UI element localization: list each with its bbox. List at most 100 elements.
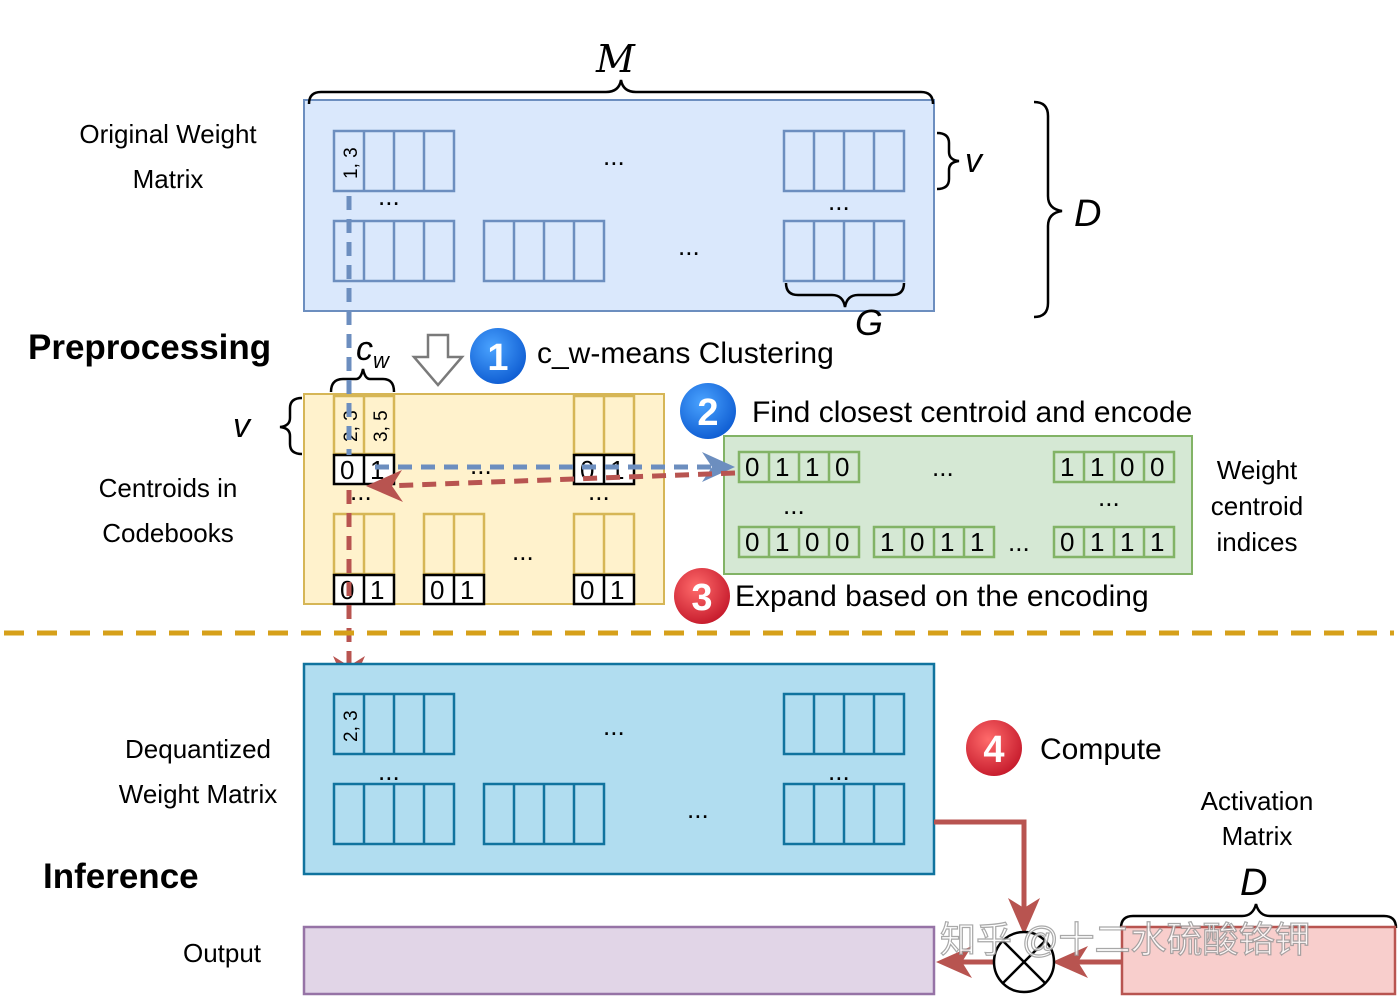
step-1: 1 c_w-means Clustering (470, 328, 834, 384)
deq-ellipsis-right: ... (828, 756, 850, 786)
bit: 1 (370, 455, 384, 485)
deq-ellipsis-top: ... (603, 711, 625, 741)
bit: 1 (610, 455, 624, 485)
brace-D (1033, 100, 1063, 319)
code-bit: 0 (1150, 452, 1164, 482)
code-bit: 0 (1120, 452, 1134, 482)
bit: 1 (370, 575, 384, 605)
code-bit: 1 (880, 527, 894, 557)
weight-centroid-indices-panel: 0 1 1 0 1 1 0 0 0 1 0 0 1 0 1 1 0 1 1 1 … (723, 435, 1193, 575)
deq-ellipsis-left: ... (378, 756, 400, 786)
idx-ellipsis-1: ... (932, 452, 954, 482)
code-bit: 0 (835, 452, 849, 482)
code-bit: 0 (1060, 527, 1074, 557)
multiply-operator-icon (992, 930, 1056, 994)
centroid-label-b: 3, 5 (371, 410, 392, 442)
label-dequantized-1: Dequantized (125, 734, 271, 764)
bit: 0 (580, 575, 594, 605)
arrowhead-down-multiply (1008, 898, 1040, 935)
svg-text:4: 4 (983, 729, 1004, 771)
brace-G (784, 282, 906, 308)
code-bit: 1 (775, 527, 789, 557)
brace-D-activation (1119, 903, 1398, 929)
red-dashed-expand (384, 470, 736, 489)
cent-ellipsis-3: ... (512, 536, 534, 566)
label-v-orig: v (965, 142, 984, 180)
code-bit: 0 (745, 452, 759, 482)
code-bit: 1 (1060, 452, 1074, 482)
output-matrix (302, 925, 936, 996)
code-bit: 0 (745, 527, 759, 557)
orig-first-cell-label: 1, 3 (341, 147, 362, 179)
section-preprocessing: Preprocessing (28, 328, 271, 367)
code-bit: 1 (1090, 452, 1104, 482)
section-inference: Inference (43, 857, 199, 896)
orig-ellipsis-mid: ... (678, 231, 700, 261)
step-3-text: Expand based on the encoding (735, 580, 1149, 613)
watermark: 知乎 @十二水硫酸铬钾 (940, 919, 1311, 960)
bit: 0 (430, 575, 444, 605)
step-2: 2 Find closest centroid and encode (680, 383, 1192, 439)
code-bit: 0 (910, 527, 924, 557)
label-activation-1: Activation (1201, 786, 1314, 816)
arrowhead-left-multiply (1052, 946, 1088, 978)
code-bit: 1 (1090, 527, 1104, 557)
red-arrowhead-expand (366, 470, 403, 502)
label-original-weight-2: Matrix (133, 164, 204, 194)
idx-ellipsis-4: ... (1008, 527, 1030, 557)
orig-ellipsis-top: ... (603, 141, 625, 171)
label-G: G (855, 302, 883, 343)
label-weight-idx-1: Weight (1217, 455, 1298, 485)
brace-cw (329, 368, 396, 393)
brace-v-centroid (279, 396, 303, 456)
bit: 0 (340, 455, 354, 485)
step-3: 3 Expand based on the encoding (674, 568, 1149, 624)
label-M: M (595, 37, 636, 81)
brace-v-orig (936, 131, 960, 191)
code-bit: 1 (775, 452, 789, 482)
activation-matrix (1120, 925, 1397, 996)
orig-ellipsis-right: ... (828, 186, 850, 216)
arrowhead-left-output (936, 946, 972, 978)
brace-M (307, 79, 935, 105)
deq-ellipsis-mid: ... (687, 794, 709, 824)
cent-ellipsis-1: ... (350, 476, 372, 506)
code-bit: 0 (805, 527, 819, 557)
label-cw: cw (356, 330, 391, 373)
label-weight-idx-3: indices (1217, 527, 1298, 557)
cent-ellipsis-2: ... (588, 476, 610, 506)
label-original-weight-1: Original Weight (79, 119, 257, 149)
step-4-text: Compute (1040, 733, 1162, 766)
label-dequantized-2: Weight Matrix (119, 779, 277, 809)
centroids-codebook-panel: 0 1 0 1 0 1 0 1 0 1 2, 3 3, 5 ... ... ..… (303, 393, 665, 606)
svg-text:1: 1 (487, 337, 508, 379)
step-4: 4 Compute (966, 720, 1162, 776)
svg-text:3: 3 (691, 577, 712, 619)
code-bit: 0 (835, 527, 849, 557)
bit: 1 (610, 575, 624, 605)
bit: 1 (460, 575, 474, 605)
orig-ellipsis-left: ... (378, 181, 400, 211)
down-arrow-icon (411, 333, 465, 387)
label-weight-idx-2: centroid (1211, 491, 1304, 521)
code-bit: 1 (940, 527, 954, 557)
label-D: D (1074, 193, 1101, 235)
label-centroids-1: Centroids in (99, 473, 238, 503)
code-bit: 1 (970, 527, 984, 557)
label-activation-2: Matrix (1222, 821, 1293, 851)
arrow-weights-to-multiply (934, 819, 1027, 910)
dequantized-weight-matrix: 2, 3 ... ... ... ... (302, 662, 936, 876)
code-bit: 1 (1120, 527, 1134, 557)
code-bit: 1 (805, 452, 819, 482)
step-2-text: Find closest centroid and encode (752, 396, 1192, 429)
step-1-text: c_w-means Clustering (537, 337, 834, 370)
label-output: Output (183, 938, 262, 968)
deq-first-cell-label: 2, 3 (341, 710, 362, 742)
label-v-centroid: v (233, 407, 252, 445)
label-D-activation: D (1240, 862, 1267, 904)
idx-ellipsis-2: ... (783, 490, 805, 520)
idx-ellipsis-3: ... (1098, 482, 1120, 512)
original-weight-matrix: 1, 3 ... ... ... ... (303, 99, 935, 312)
svg-text:2: 2 (697, 392, 718, 434)
label-centroids-2: Codebooks (102, 518, 234, 548)
